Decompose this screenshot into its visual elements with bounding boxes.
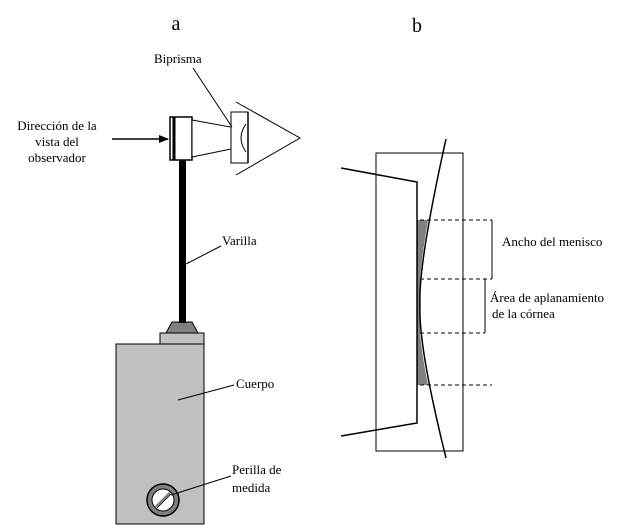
panel-label-a: a bbox=[172, 13, 181, 35]
biprism-leader bbox=[192, 67, 233, 128]
knob-label-line2: medida bbox=[232, 480, 270, 495]
prism-frame bbox=[375, 152, 464, 452]
panel-label-b: b bbox=[412, 15, 422, 37]
body-label: Cuerpo bbox=[236, 376, 274, 391]
meniscus-label: Ancho del menisco bbox=[502, 234, 602, 249]
biprism-element bbox=[230, 111, 249, 164]
tear-meniscus bbox=[417, 220, 428, 385]
measurement-knob bbox=[146, 483, 180, 517]
rod-leader bbox=[185, 245, 222, 265]
prism-profile bbox=[340, 167, 418, 437]
observer-label-line2: vista del bbox=[35, 134, 79, 149]
observer-label-line3: observador bbox=[28, 150, 86, 165]
rod-label: Varilla bbox=[222, 233, 257, 248]
knob-label-line1: Perilla de bbox=[232, 462, 282, 477]
biprism-curve bbox=[240, 123, 247, 153]
optical-tube bbox=[191, 119, 237, 158]
knob-leader bbox=[170, 475, 232, 496]
prism-cone bbox=[235, 101, 302, 176]
flattening-label-line1: Área de aplanamiento bbox=[490, 290, 604, 305]
rod-base-plate bbox=[159, 332, 205, 345]
panel-a: Biprisma Dirección de la vista del obser… bbox=[17, 51, 302, 525]
rod bbox=[179, 160, 186, 323]
biprism-label: Biprisma bbox=[154, 51, 202, 66]
panel-b: Ancho del menisco Área de aplanamiento d… bbox=[340, 138, 604, 459]
observer-label-line1: Dirección de la bbox=[17, 118, 97, 133]
cornea-curve bbox=[419, 138, 447, 459]
body-leader bbox=[177, 384, 235, 401]
flattening-label-line2: de la córnea bbox=[492, 306, 555, 321]
rod-cap bbox=[165, 321, 199, 334]
